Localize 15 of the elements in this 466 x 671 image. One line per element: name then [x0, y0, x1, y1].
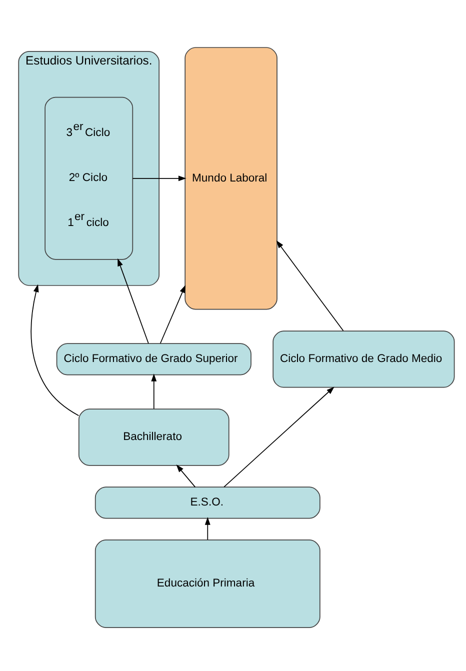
node-box: Mundo Laboral: [184, 46, 278, 310]
node-box: E.S.O.: [94, 486, 320, 518]
arrow: [176, 464, 196, 487]
node-box: Bachillerato: [78, 408, 230, 466]
arrow: [276, 240, 344, 331]
arrow: [151, 373, 157, 409]
arrow: [132, 175, 186, 181]
arrow: [30, 284, 80, 416]
node-box: Ciclo Formativo de Grado Superior: [56, 342, 252, 375]
arrow: [160, 284, 186, 344]
node-box: Educación Primaria: [94, 539, 320, 628]
arrow: [224, 386, 334, 487]
arrow: [204, 516, 210, 540]
node-box: Ciclo Formativo de Grado Medio: [272, 330, 455, 388]
arrow: [118, 258, 149, 344]
